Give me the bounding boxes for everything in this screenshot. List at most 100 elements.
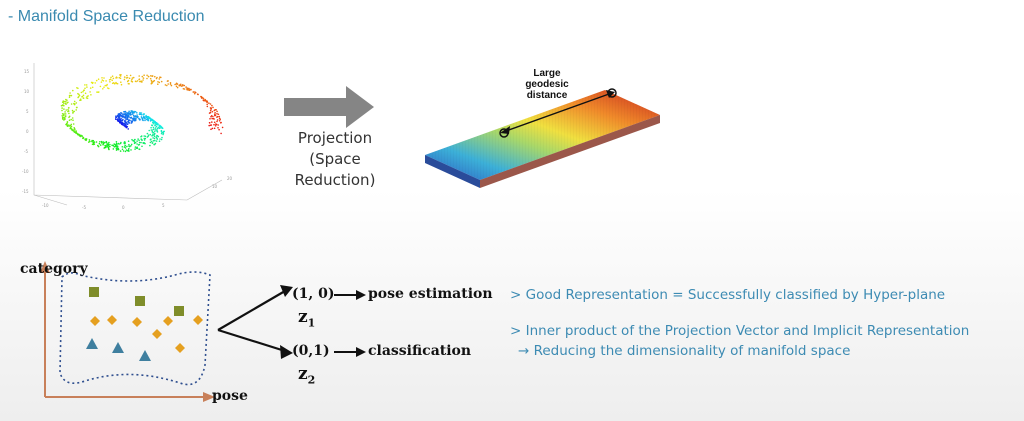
roll-point: [169, 82, 172, 84]
roll-point: [123, 76, 126, 78]
roll-point: [130, 143, 133, 146]
z2-subscript: 2: [307, 373, 316, 387]
roll-point: [128, 110, 130, 113]
roll-point: [88, 139, 91, 141]
flattened-manifold-slab: [425, 88, 660, 188]
roll-point: [193, 92, 196, 95]
svg-text:0: 0: [122, 205, 125, 210]
roll-point: [68, 119, 71, 121]
roll-point: [211, 117, 213, 120]
roll-point: [126, 123, 129, 126]
roll-point: [119, 116, 121, 118]
roll-point: [121, 114, 124, 116]
roll-point: [157, 123, 159, 125]
roll-point: [163, 130, 165, 133]
z2-variable: z2: [298, 364, 315, 386]
z1-variable: z1: [298, 307, 315, 329]
roll-point: [62, 113, 65, 116]
roll-point: [62, 118, 64, 120]
task-pose-estimation: pose estimation: [368, 286, 493, 302]
roll-point: [84, 92, 87, 95]
roll-point: [143, 135, 145, 137]
roll-point: [121, 148, 124, 151]
roll-point: [160, 138, 163, 141]
roll-point: [152, 133, 154, 135]
roll-point: [144, 135, 147, 138]
roll-point: [153, 135, 156, 138]
roll-point: [102, 88, 104, 90]
roll-point: [134, 146, 137, 148]
roll-point: [89, 91, 91, 93]
roll-point: [216, 120, 218, 123]
roll-point: [219, 122, 222, 124]
roll-point: [132, 114, 135, 117]
roll-point: [153, 134, 156, 136]
roll-point: [152, 126, 155, 129]
svg-text:-15: -15: [22, 189, 29, 194]
roll-point: [94, 82, 96, 84]
roll-point: [120, 73, 122, 76]
roll-point: [139, 119, 141, 121]
roll-point: [103, 86, 105, 88]
roll-point: [138, 139, 140, 142]
roll-point: [65, 100, 67, 103]
roll-point: [133, 119, 136, 122]
roll-point: [70, 94, 73, 97]
roll-point: [97, 91, 99, 93]
roll-point: [67, 110, 69, 113]
roll-point: [121, 121, 124, 124]
roll-point: [153, 132, 156, 135]
roll-point: [146, 136, 149, 138]
roll-point: [124, 116, 126, 118]
roll-point: [81, 135, 84, 137]
roll-point: [62, 116, 65, 119]
roll-point: [61, 107, 63, 109]
roll-point: [141, 117, 143, 119]
roll-point: [136, 112, 138, 114]
roll-point: [122, 124, 124, 126]
roll-point: [71, 109, 74, 112]
roll-point: [153, 128, 155, 130]
square-marker: [89, 287, 99, 297]
roll-point: [211, 127, 214, 130]
roll-point: [206, 100, 208, 102]
roll-point: [196, 93, 199, 95]
roll-point: [145, 114, 147, 117]
roll-point: [211, 121, 213, 123]
roll-point: [102, 143, 104, 146]
roll-point: [152, 121, 154, 124]
roll-point: [91, 143, 94, 146]
roll-point: [80, 91, 83, 94]
svg-text:20: 20: [227, 176, 233, 181]
roll-point: [105, 141, 108, 144]
roll-point: [125, 77, 128, 79]
roll-point: [153, 120, 156, 123]
roll-point: [127, 79, 130, 82]
roll-point: [204, 98, 206, 101]
roll-point: [109, 143, 111, 146]
roll-point: [121, 115, 123, 118]
roll-point: [86, 86, 88, 88]
roll-point: [64, 113, 67, 115]
roll-point: [130, 145, 132, 147]
roll-point: [183, 88, 186, 90]
roll-point: [151, 135, 153, 137]
roll-point: [142, 115, 145, 117]
roll-point: [124, 144, 126, 147]
roll-point: [208, 124, 210, 127]
roll-point: [122, 118, 124, 121]
roll-point: [217, 127, 219, 129]
roll-point: [141, 81, 143, 83]
roll-point: [109, 145, 111, 148]
roll-point: [130, 149, 132, 151]
roll-point: [119, 121, 121, 124]
roll-point: [161, 127, 164, 130]
roll-point: [120, 122, 122, 125]
roll-point: [212, 115, 214, 118]
roll-point: [157, 127, 159, 129]
roll-point: [67, 101, 69, 104]
roll-point: [209, 103, 212, 105]
roll-point: [126, 121, 128, 123]
roll-point: [216, 110, 218, 113]
